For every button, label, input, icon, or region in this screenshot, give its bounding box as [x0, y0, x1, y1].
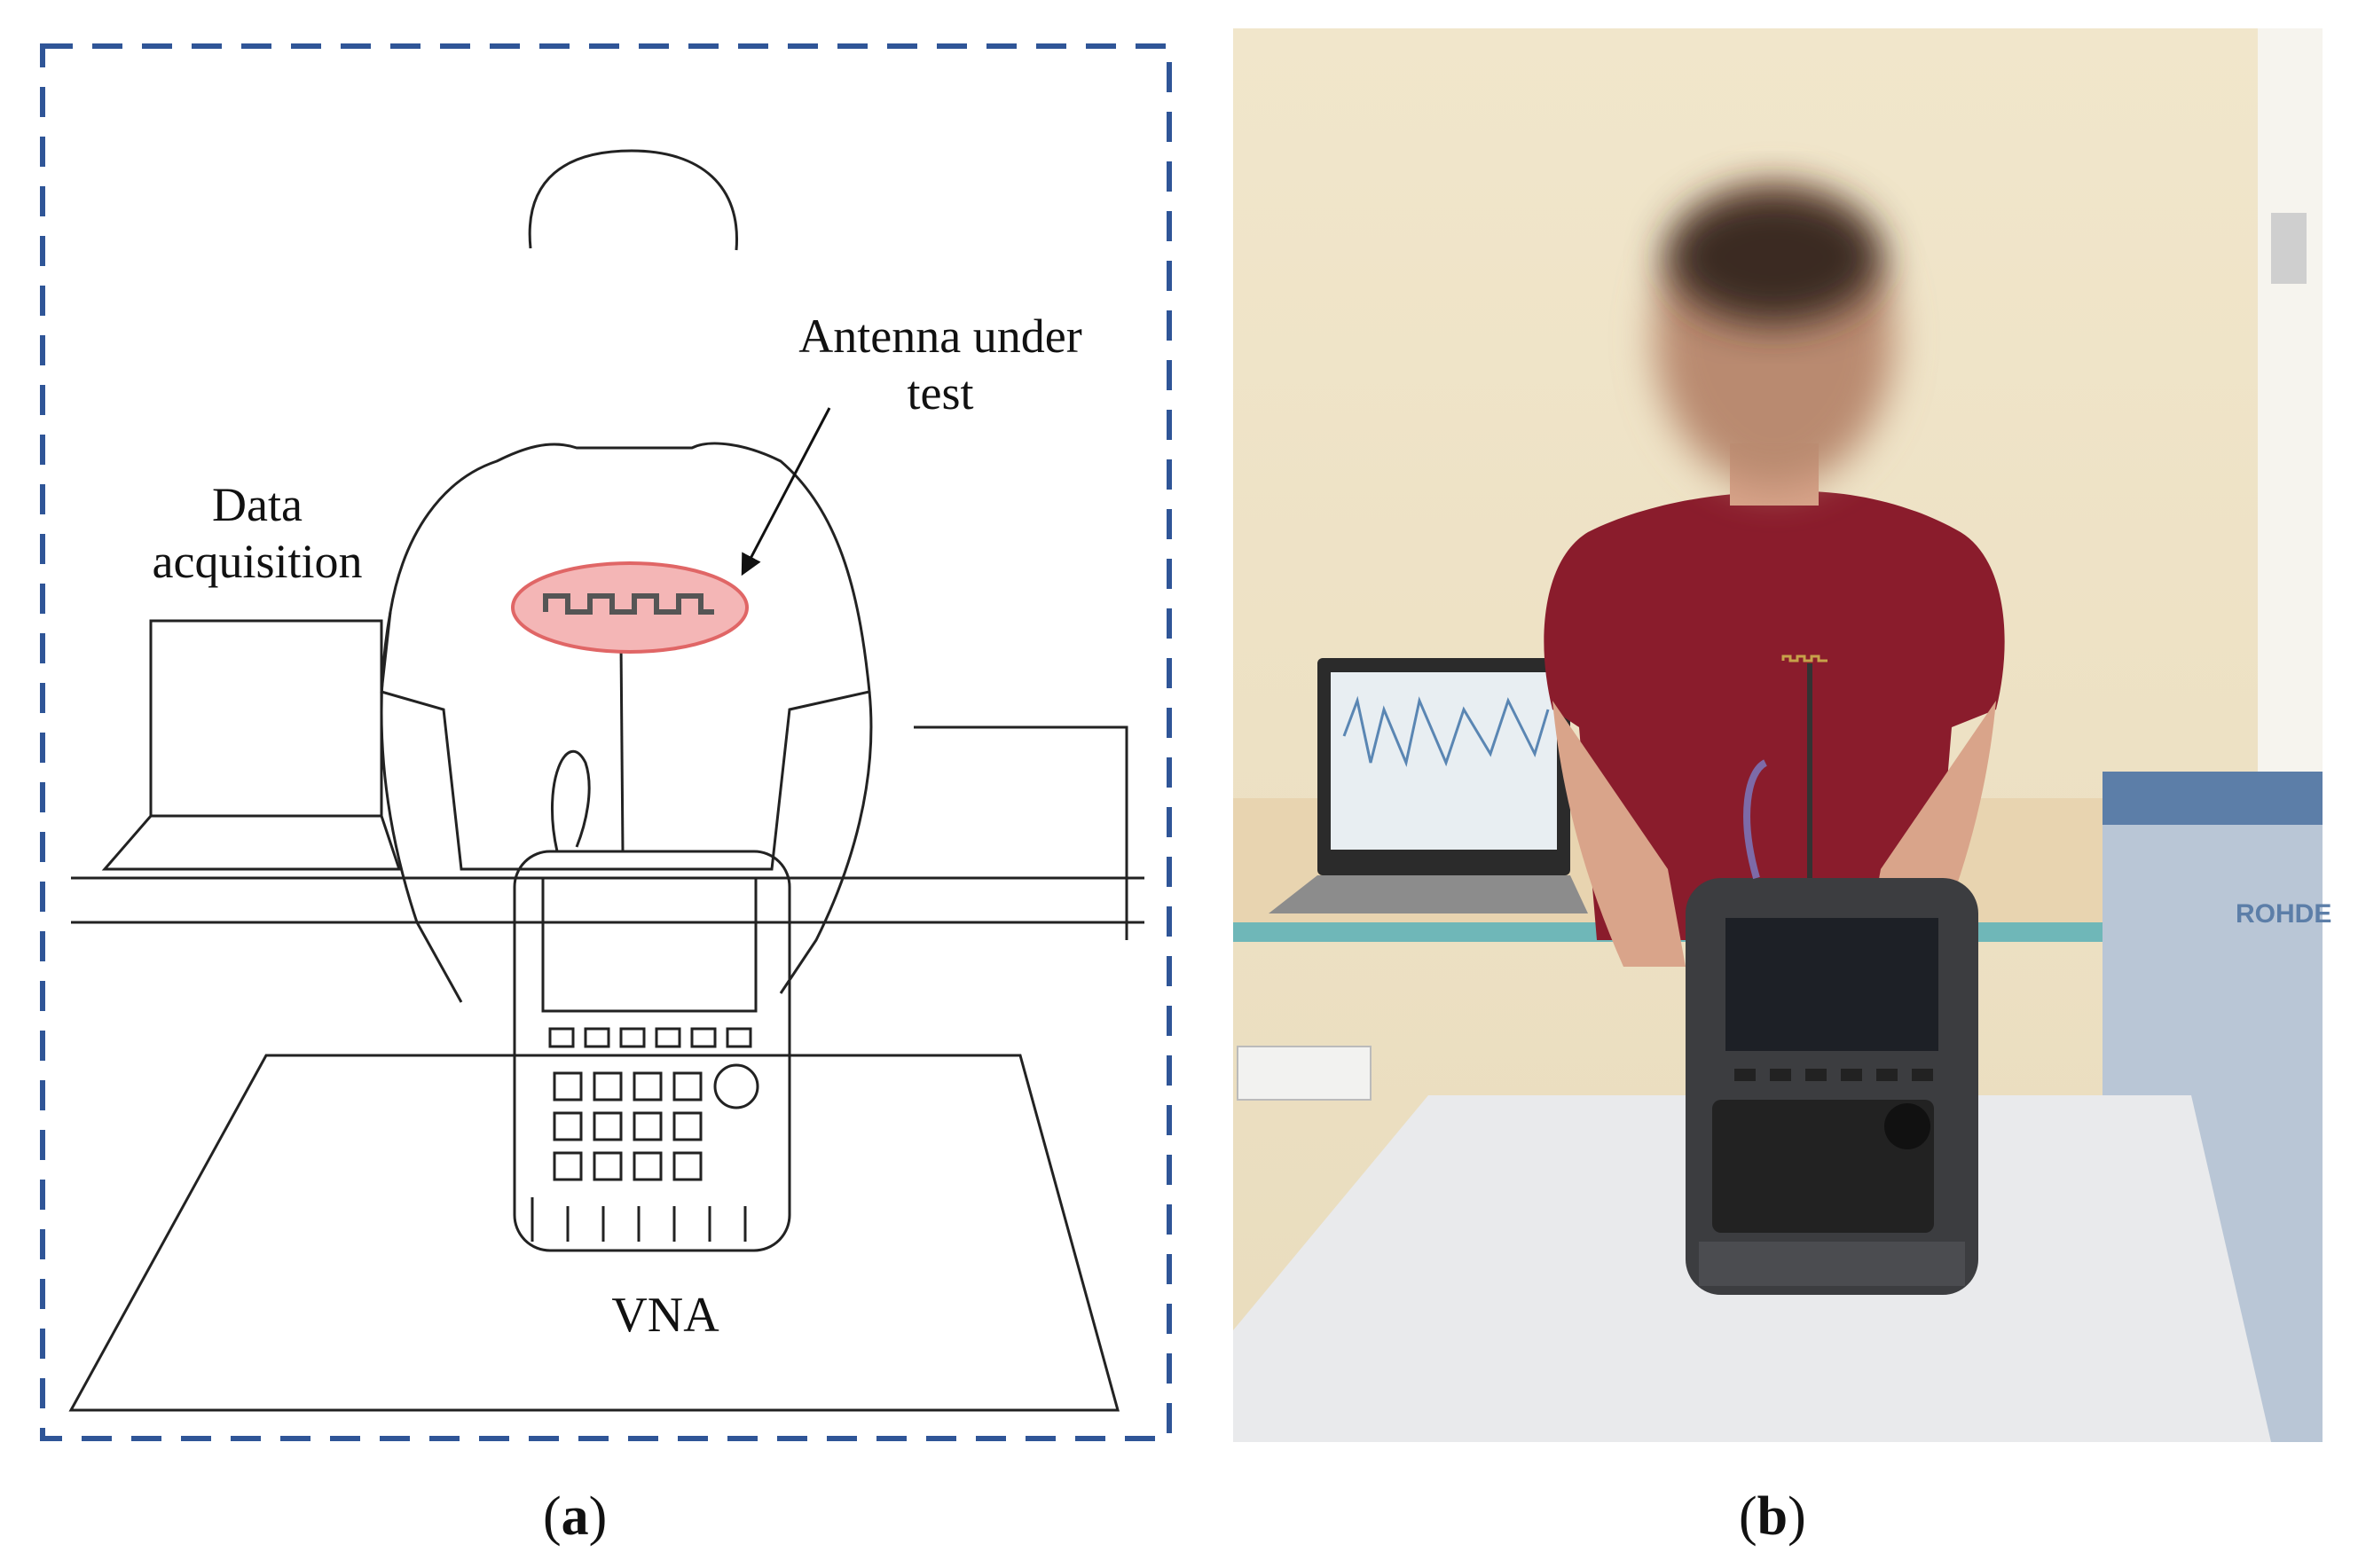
antenna-photo	[1781, 655, 1827, 662]
vna-cable	[619, 642, 625, 852]
shirt-outline	[380, 442, 871, 871]
cabinet-brand: ROHDE	[2236, 899, 2331, 929]
caption-b: (b)	[1739, 1486, 1806, 1547]
antenna-arrow	[741, 407, 831, 576]
vna-buttons	[548, 1027, 759, 1181]
label-vna: VNA	[611, 1288, 719, 1343]
wall-outlet	[1237, 1046, 1372, 1101]
antenna-highlight	[511, 561, 749, 654]
dashed-frame	[40, 43, 1172, 1441]
label-data-acquisition: Data acquisition	[152, 478, 363, 588]
front-table	[68, 1054, 1120, 1412]
person-shirt	[1544, 490, 2005, 940]
head-outline	[528, 149, 739, 251]
caption-a: (a)	[543, 1486, 608, 1547]
meander-antenna	[543, 593, 714, 615]
label-antenna-under-test: Antenna under test	[798, 310, 1082, 419]
vna-sketch	[513, 850, 791, 1252]
